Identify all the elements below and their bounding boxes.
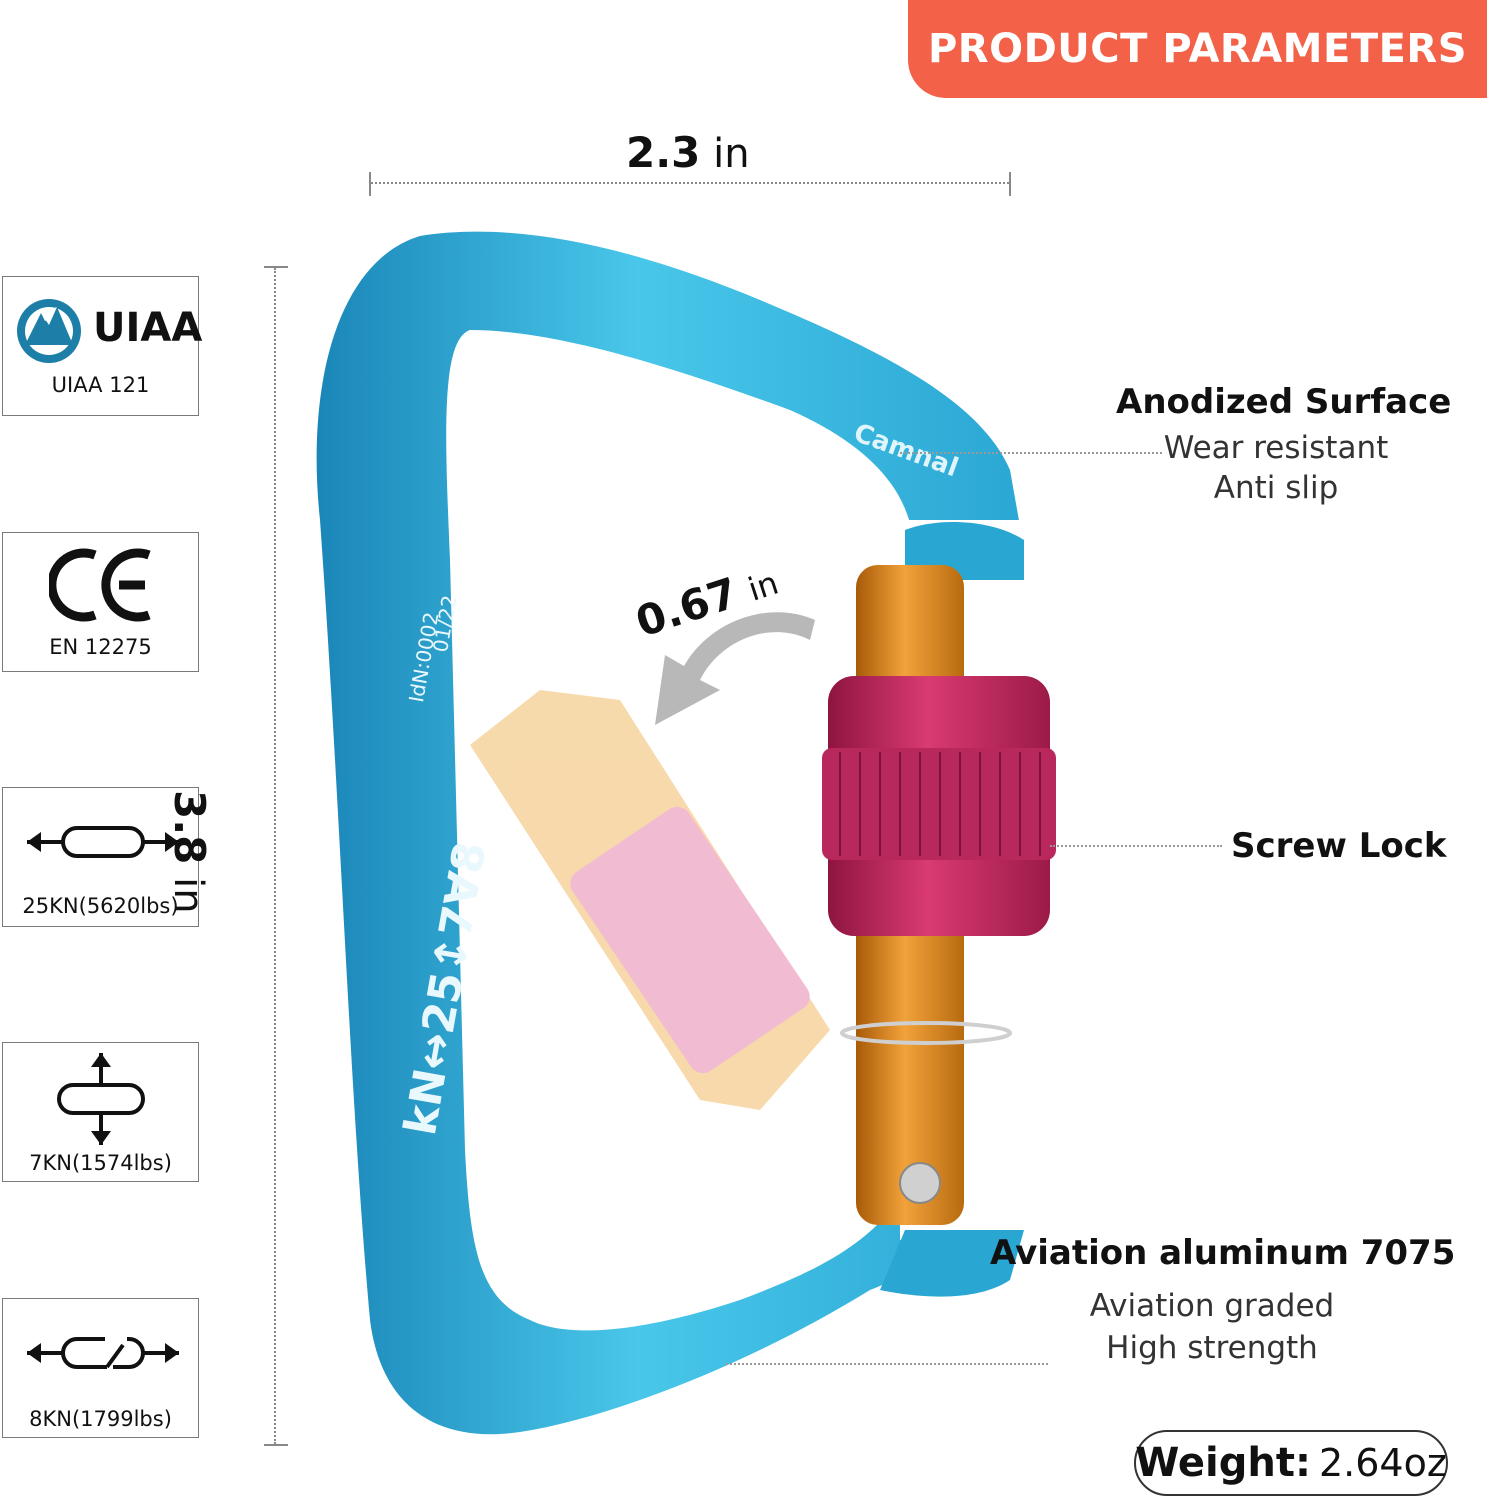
feature-line-high-strength: High strength <box>1106 1330 1318 1366</box>
ce-mark-icon <box>49 548 151 622</box>
uiaa-cert-box: UIAA UIAA 121 <box>2 276 203 416</box>
ce-cert-box: EN 12275 <box>2 532 199 672</box>
gate-open-caption: 8KN(1799lbs) <box>29 1407 172 1431</box>
gate-swing-arrow-icon <box>655 612 815 725</box>
gate-pin-icon <box>899 1162 941 1204</box>
feature-line-anti-slip: Anti slip <box>1213 470 1339 506</box>
banner-title: PRODUCT PARAMETERS <box>927 26 1468 72</box>
uiaa-mountain-icon <box>17 299 81 363</box>
feature-title-screw-lock: Screw Lock <box>1231 826 1447 866</box>
feature-line-aviation-graded: Aviation graded <box>1089 1288 1335 1324</box>
open-gate-ghost <box>470 690 830 1110</box>
leader-aluminum <box>726 1363 1048 1365</box>
gate-open-box: 8KN(1799lbs) <box>2 1298 199 1438</box>
width-value: 2.3 <box>626 128 701 177</box>
leader-anodized <box>900 452 1162 454</box>
width-dimension-label: 2.3 in <box>626 128 750 177</box>
minor-axis-box: 7KN(1574lbs) <box>2 1042 199 1182</box>
gate-open-strength-icon <box>27 1337 179 1369</box>
leader-screw-lock <box>1050 845 1222 847</box>
weight-value: 2.64oz <box>1318 1441 1447 1485</box>
major-axis-strength-icon <box>27 826 179 858</box>
uiaa-caption: UIAA 121 <box>51 373 150 397</box>
major-axis-caption: 25KN(5620lbs) <box>22 894 179 918</box>
weight-label: Weight: <box>1135 1440 1311 1486</box>
ce-caption: EN 12275 <box>49 635 152 659</box>
major-axis-box: 25KN(5620lbs) <box>2 787 199 927</box>
feature-title-anodized: Anodized Surface <box>1116 382 1452 422</box>
feature-title-aluminum: Aviation aluminum 7075 <box>990 1233 1456 1273</box>
height-dimension-line <box>264 266 288 1446</box>
minor-axis-strength-icon <box>57 1053 145 1145</box>
width-dimension-line <box>369 172 1011 196</box>
feature-line-wear-resistant: Wear resistant <box>1163 430 1389 466</box>
product-parameters-banner: PRODUCT PARAMETERS <box>908 0 1487 98</box>
minor-axis-caption: 7KN(1574lbs) <box>29 1151 172 1175</box>
width-unit: in <box>713 131 750 177</box>
weight-badge: Weight: 2.64oz <box>1134 1430 1448 1496</box>
uiaa-logo-text: UIAA <box>93 305 203 351</box>
